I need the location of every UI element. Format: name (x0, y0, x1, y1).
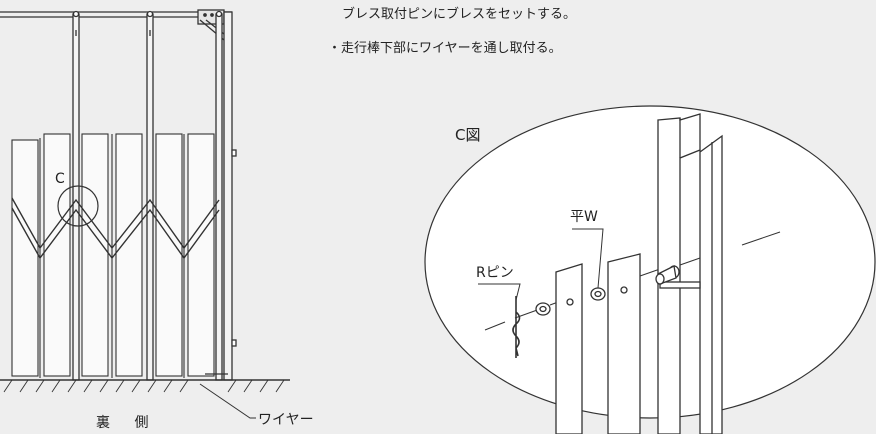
detail-c-view (424, 105, 876, 434)
instruction-line-2: ・走行棒下部にワイヤーを通し取付る。 (328, 41, 562, 56)
gate-panels (11, 133, 215, 378)
detail-c-title: C図 (455, 126, 481, 144)
top-rail (0, 11, 232, 18)
running-bars (72, 10, 223, 381)
r-pin-leader (478, 283, 521, 301)
instruction-line-1: ブレス取付ピンにブレスをセットする。 (342, 7, 577, 22)
r-pin-washer (535, 302, 551, 316)
ground (0, 373, 290, 393)
gate-back-view (0, 9, 290, 419)
wire-label: ワイヤー (258, 412, 314, 428)
r-pin (512, 296, 521, 358)
flat-washer-label: 平W (570, 209, 598, 225)
running-bar-profile (657, 113, 723, 434)
r-pin-label: Rピン (476, 265, 514, 281)
back-side-caption: 裏 側 (96, 415, 159, 431)
wire-leader (199, 383, 256, 419)
brace-zigzag (11, 197, 220, 260)
detail-c-marker-circle (57, 185, 99, 227)
detail-c-ellipse (424, 105, 876, 419)
brace-plates (555, 253, 641, 434)
flat-washer (572, 228, 606, 301)
brace-pin (655, 265, 680, 285)
detail-c-marker-label: C (55, 171, 65, 187)
